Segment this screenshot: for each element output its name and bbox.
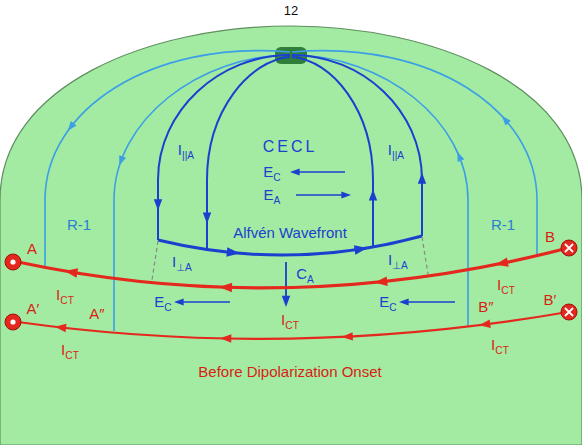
quantity-label: CA (296, 266, 314, 283)
current-in-cross (565, 244, 573, 252)
quantity-label: ICT (497, 277, 515, 294)
text-label: B (545, 229, 555, 246)
arrow-head (219, 282, 232, 292)
text-label: A (27, 241, 37, 258)
field-arrow (296, 171, 345, 172)
text-label: A′ (27, 301, 40, 318)
cross-tail-currents (18, 248, 568, 339)
field-arrows (180, 172, 455, 302)
arrow-head (418, 173, 426, 184)
quantity-label: EC (263, 164, 280, 181)
arrow-head (499, 113, 511, 125)
quantity-label: ICT (56, 287, 74, 304)
current-line (18, 248, 568, 288)
field-line (114, 55, 290, 331)
field-arrow (405, 301, 455, 302)
current-out-dot (10, 319, 15, 324)
arrow-head (65, 121, 77, 133)
arrow-head (64, 266, 78, 278)
quantity-label: I||A (178, 142, 194, 159)
text-label: R-1 (67, 217, 91, 234)
arrow-head (374, 276, 388, 287)
dashed-line (152, 241, 158, 280)
magnetosphere-region (0, 26, 582, 445)
arrow-head (282, 296, 290, 307)
arrow-head (116, 155, 126, 167)
arrow-head (399, 298, 409, 305)
quantity-label: ICT (281, 312, 299, 329)
arrow-head (203, 213, 211, 224)
arrow-head (174, 298, 184, 305)
arrow-head (354, 243, 368, 254)
arrow-heads (54, 113, 510, 342)
quantity-label: ICT (491, 337, 509, 354)
quantity-label: EC (379, 294, 396, 311)
current-out-symbol (5, 254, 21, 270)
arrow-head (290, 168, 300, 175)
text-label: B″ (478, 299, 493, 316)
text-label: R-1 (491, 217, 515, 234)
cecl-field-lines (158, 55, 422, 255)
arrow-head (226, 247, 240, 258)
text-label: CECL (263, 138, 318, 156)
text-label: B′ (544, 292, 557, 309)
arrow-head (54, 323, 66, 333)
field-arrow (180, 301, 230, 302)
dashed-lines (152, 237, 428, 280)
arrow-head (369, 189, 377, 200)
current-out-dot (10, 259, 15, 264)
dashed-line (422, 237, 428, 274)
current-in-symbol (561, 240, 577, 256)
arrow-head (454, 150, 464, 162)
field-arrow (296, 194, 345, 195)
current-out-symbol (5, 314, 21, 330)
quantity-label: ICT (61, 342, 79, 359)
quantity-label: EC (154, 294, 171, 311)
arrow-head (479, 320, 491, 330)
quantity-label: I⊥A (172, 254, 192, 271)
text-label: Alfvén Wavefront (233, 225, 347, 242)
arrow-head (154, 199, 162, 210)
text-label: A″ (89, 306, 104, 323)
arrow-head (341, 191, 351, 198)
propagation-arrow (285, 262, 287, 300)
quantity-label: I||A (388, 142, 404, 159)
text-label: 12 (284, 4, 298, 18)
caption: Before Dipolarization Onset (198, 364, 381, 381)
arrow-head (341, 332, 353, 341)
arrow-head (220, 334, 231, 343)
quantity-label: I⊥A (388, 252, 408, 269)
current-in-cross (565, 308, 573, 316)
current-in-symbol (561, 304, 577, 320)
current-symbols (5, 240, 577, 330)
quantity-label: EA (264, 187, 281, 204)
arrow-head (494, 257, 508, 269)
